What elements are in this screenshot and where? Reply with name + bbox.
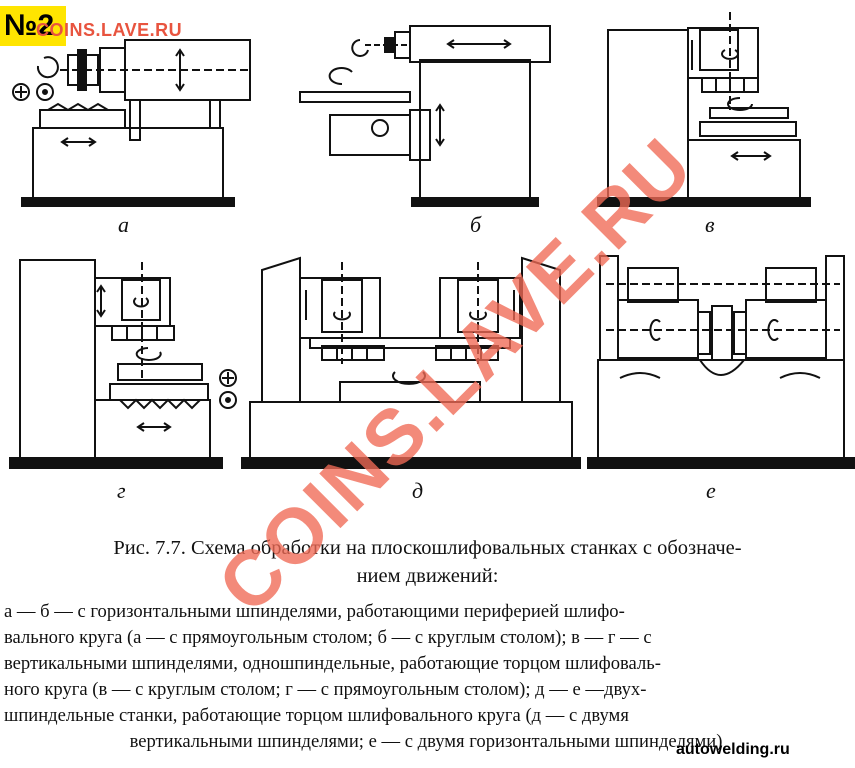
label-e: е (706, 478, 716, 503)
label-g: г (117, 478, 126, 503)
machine-d (241, 256, 581, 469)
machine-g (9, 259, 237, 469)
description-line: вального круга (а — с прямоугольным стол… (4, 627, 652, 648)
description-line: шпиндельные станки, работающие торцом шл… (4, 705, 629, 726)
machine-e (587, 255, 855, 469)
label-d: д (412, 478, 424, 503)
figure-caption: Рис. 7.7. Схема обработки на плоскошлифо… (0, 534, 855, 590)
description-line: вертикальными шпинделями; е — с двумя го… (129, 731, 723, 752)
caption-line-2: нием движений: (356, 565, 499, 587)
machine-v (597, 12, 811, 207)
machine-a (12, 39, 251, 207)
description-line: ного круга (в — с круглым столом; г — с … (4, 679, 647, 700)
description-line: а — б — с горизонтальными шпинделями, ра… (4, 601, 625, 622)
machine-b (299, 25, 551, 207)
site-watermark: autowelding.ru (676, 741, 790, 758)
label-v: в (705, 212, 715, 237)
figure-number-badge: №2 (0, 6, 66, 46)
label-a: а (118, 212, 129, 237)
figure-description: а — б — с горизонтальными шпинделями, ра… (4, 599, 848, 755)
top-watermark: COINS.LAVE.RU (36, 20, 183, 40)
label-b: б (470, 212, 482, 237)
machine-schematics (9, 12, 855, 469)
caption-line-1: Рис. 7.7. Схема обработки на плоскошлифо… (113, 537, 742, 559)
description-line: вертикальными шпинделями, одношпиндельны… (4, 653, 661, 674)
